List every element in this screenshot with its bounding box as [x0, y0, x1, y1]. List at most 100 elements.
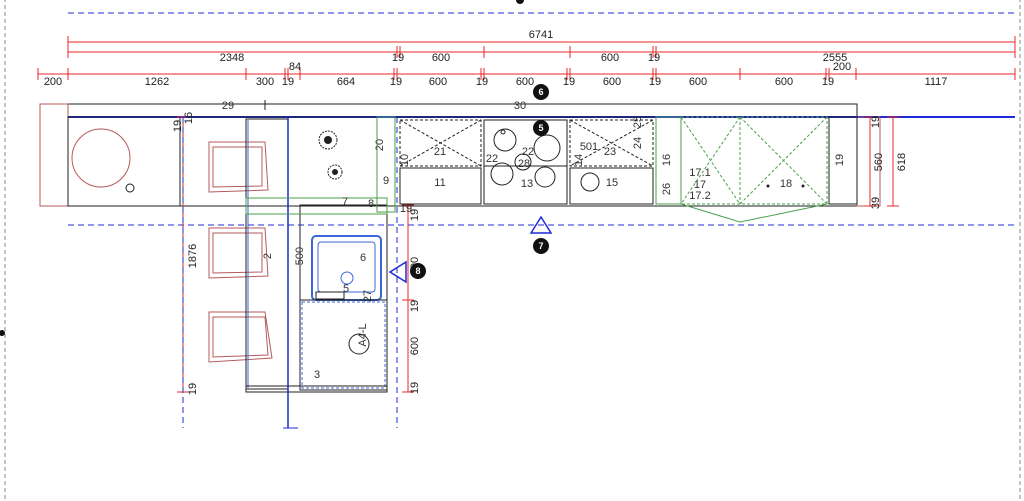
dim-19-b: 19: [648, 52, 660, 64]
filler-8: 8: [368, 198, 374, 210]
dim-500: 500: [294, 247, 306, 265]
dim-200-a: 200: [44, 76, 62, 88]
end-panel-left[interactable]: [39, 103, 69, 207]
dim-19-h: 19: [822, 76, 834, 88]
cabinet-501-label: 501: [580, 141, 598, 153]
dim-600-b: 600: [601, 52, 619, 64]
filler-9: 9: [383, 175, 389, 187]
dim-2555: 2555: [823, 52, 847, 64]
waste-label: A4-L: [357, 323, 369, 346]
dim-19-sink-mid: 19: [409, 300, 421, 312]
cabinet-14-label: 14: [573, 154, 585, 166]
dim-84: 84: [289, 61, 301, 73]
dim-600-c: 600: [429, 76, 447, 88]
section-marker-left: [0, 330, 5, 336]
cabinet-25-label: 25: [632, 116, 644, 128]
marker-6[interactable]: 6: [533, 84, 549, 100]
cabinet-11-label: 11: [434, 177, 445, 189]
dim-39: 39: [870, 197, 882, 209]
tall-unit-label: 2: [262, 253, 274, 259]
base-cabinet-11[interactable]: [399, 167, 482, 205]
dim-600-e: 600: [603, 76, 621, 88]
dim-19-e: 19: [476, 76, 488, 88]
dimension-row-3: [37, 68, 1016, 80]
panel-26-label: 26: [661, 183, 673, 195]
cabinet-15-label: 15: [606, 177, 618, 189]
cabinet-21-label: 21: [434, 146, 446, 158]
dim-19-f: 19: [563, 76, 575, 88]
dim-600-a: 600: [432, 52, 450, 64]
dishwasher[interactable]: [301, 301, 386, 389]
sink-run-outline: [299, 204, 388, 391]
dimension-vertical-sink: [402, 204, 414, 393]
view-arrow-side[interactable]: [388, 260, 407, 284]
dim-1262: 1262: [145, 76, 169, 88]
svg-text:5: 5: [538, 123, 543, 133]
dim-560: 560: [873, 153, 885, 171]
dim-19-c: 19: [282, 76, 294, 88]
fridge-18: 18: [780, 178, 792, 190]
hob-label-28: 28: [518, 158, 530, 170]
dim-664: 664: [337, 76, 355, 88]
corner-label: 7: [342, 196, 348, 208]
chair-middle[interactable]: [208, 227, 269, 279]
sink-label: 6: [360, 252, 366, 264]
base-cabinet-15[interactable]: [569, 167, 654, 205]
dim-300: 300: [256, 76, 274, 88]
dim-1876: 1876: [187, 244, 199, 268]
chair-bottom[interactable]: [208, 311, 273, 363]
dim-600-sink: 600: [409, 337, 421, 355]
waste-bin-icon: [348, 333, 370, 355]
cabinet-19-label: 19: [834, 154, 846, 166]
svg-text:6: 6: [538, 87, 543, 97]
chair-top[interactable]: [208, 141, 269, 193]
wall-cabinet-21[interactable]: [399, 119, 482, 167]
knob-icon: [125, 183, 135, 193]
wall-cabinet-23[interactable]: [569, 119, 654, 167]
panel-16-label: 16: [661, 154, 673, 166]
fridge-17-1: 17.1: [689, 167, 710, 179]
marker-7[interactable]: 7: [533, 238, 549, 254]
base-cabinet-left[interactable]: [67, 116, 181, 207]
dim-19-d: 19: [390, 76, 402, 88]
hob-label-22b: 22: [486, 153, 498, 165]
dimension-row-2: [67, 46, 1016, 58]
fridge-17: 17: [694, 179, 706, 191]
dimension-row-1: 6741: [67, 29, 1016, 48]
dim-19-g: 19: [649, 76, 661, 88]
dim-19-right: 19: [870, 116, 882, 128]
dim-19-sink-top: 19: [409, 209, 421, 221]
tap-fixture[interactable]: [315, 291, 345, 300]
cabinet-23-label: 23: [604, 146, 616, 158]
dim-19-sink-bottom: 19: [409, 382, 421, 394]
cabinet-13-label: 13: [521, 178, 533, 190]
svg-text:7: 7: [538, 241, 543, 251]
filler-panel[interactable]: [376, 116, 396, 213]
view-arrow-front[interactable]: [529, 215, 553, 234]
dim-1117: 1117: [925, 76, 948, 88]
filler-10: 10: [399, 154, 411, 166]
sink-unit-label: 3: [314, 369, 320, 381]
round-table[interactable]: [71, 128, 131, 188]
svg-text:8: 8: [415, 266, 420, 276]
hob-label-22: 22: [522, 146, 534, 158]
worktop-label-29: 29: [222, 100, 234, 112]
dim-19-top-left: 19: [172, 120, 184, 132]
hob-cabinet[interactable]: [483, 119, 568, 205]
dim-19-bottom-left: 19: [187, 383, 199, 395]
marker-8[interactable]: 8: [410, 263, 426, 279]
dim-600-f: 600: [689, 76, 707, 88]
plant-icon: [318, 130, 343, 180]
hob-burners: [490, 128, 561, 188]
worktop-label-30: 30: [514, 100, 526, 112]
dim-2348: 2348: [220, 52, 244, 64]
corner-worktop[interactable]: [245, 197, 388, 215]
drain-icon: [340, 271, 354, 285]
dim-19-under: 19: [400, 203, 412, 215]
dishwasher-label: 27: [362, 290, 374, 302]
end-cabinet-19[interactable]: [828, 116, 858, 205]
marker-5[interactable]: 5: [533, 120, 549, 136]
fridge-unit[interactable]: [680, 116, 828, 205]
